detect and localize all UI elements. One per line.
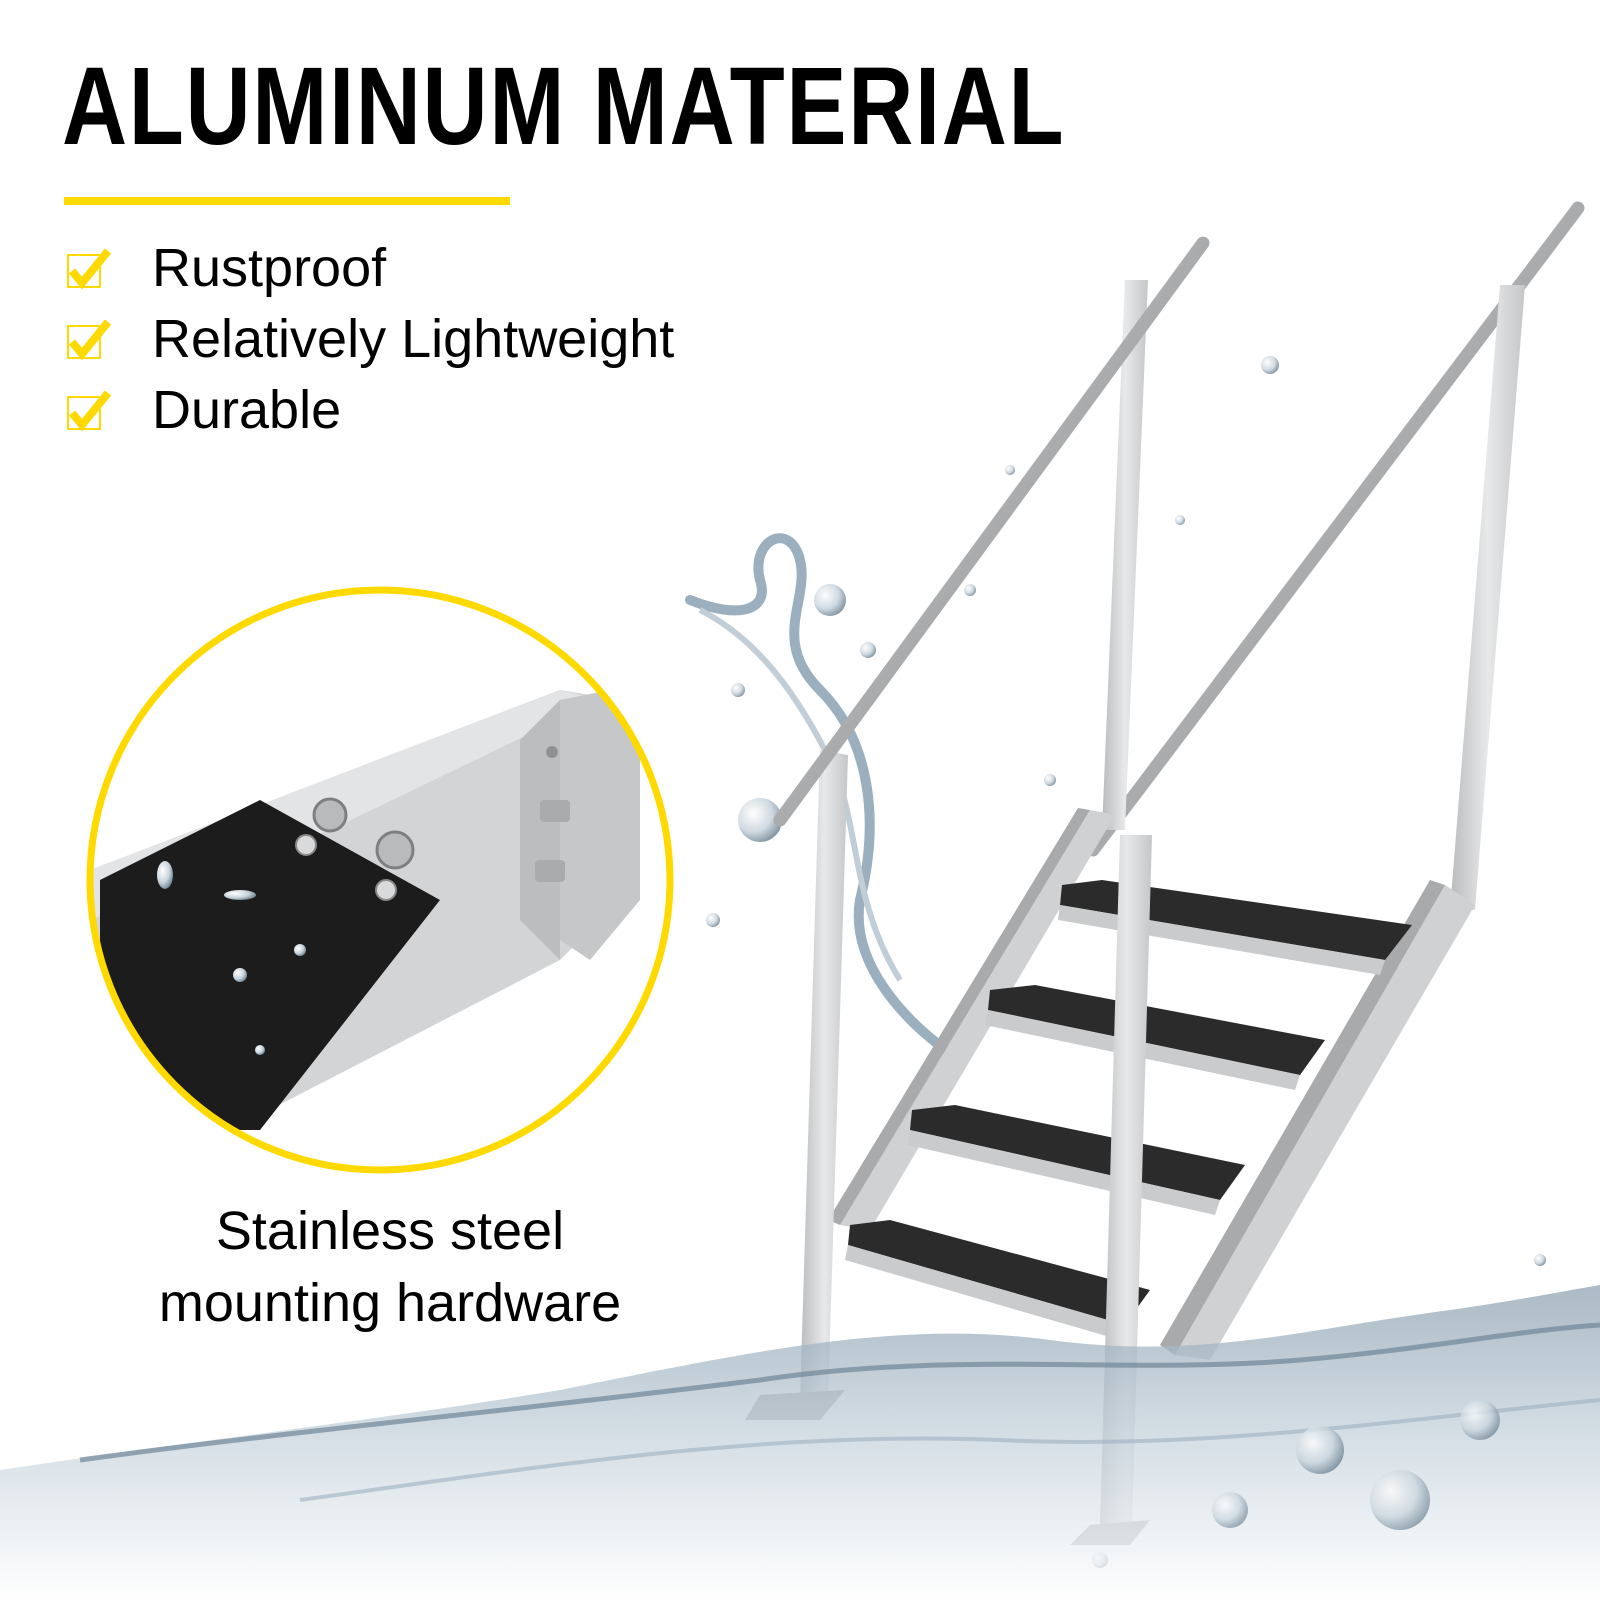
step-3 (908, 1105, 1245, 1215)
step-1 (1058, 880, 1412, 975)
feature-label: Durable (152, 379, 342, 440)
water-surface (0, 1285, 1600, 1600)
step-2 (985, 985, 1325, 1090)
checkbox-check-icon (67, 247, 112, 289)
hardware-detail-inset (86, 586, 674, 1174)
feature-label: Rustproof (152, 237, 387, 298)
inset-caption-line-2: mounting hardware (158, 1273, 622, 1333)
feature-item: Relatively Lightweight (66, 303, 674, 374)
feature-label: Relatively Lightweight (152, 308, 675, 369)
feature-list: Rustproof Relatively Lightweight Durable (66, 232, 674, 445)
checkbox-check-icon (67, 318, 112, 360)
inset-caption-line-1: Stainless steel (215, 1201, 565, 1261)
water-splash (685, 356, 1546, 1568)
feature-item: Durable (66, 374, 674, 445)
inset-caption: Stainless steel mounting hardware (90, 1195, 690, 1339)
feature-item: Rustproof (66, 232, 674, 303)
page-title: ALUMINUM MATERIAL (62, 45, 1066, 168)
checkbox-check-icon (67, 389, 112, 431)
step-4 (845, 1220, 1150, 1340)
title-underline-accent (64, 197, 510, 205)
